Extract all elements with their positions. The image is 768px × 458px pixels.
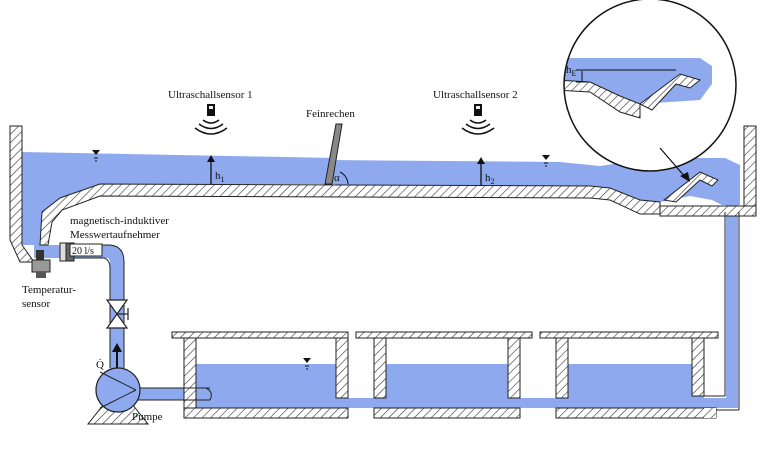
overflow-weir [662,171,719,203]
channel-floor [39,183,661,246]
magnifier-weir [639,73,702,111]
temperature-sensor [31,250,51,278]
h2-label: h2 [485,172,495,186]
return-pipe-water [726,205,738,408]
tank2-wall-right [507,337,521,399]
h2-arrow [477,157,485,186]
level-marker-upstream [92,150,100,162]
tank2-lid [355,331,533,339]
suction-pipe [130,387,212,401]
temp-label-line2: sensor [22,298,50,310]
tank-link-water-2 [508,398,568,408]
temp-label-line1: Temperatur- [22,284,76,296]
channel-structure [9,125,757,263]
tank1-wall-right [335,337,349,399]
ultrasonic-sensor-2 [461,104,495,135]
tank1-lid [171,331,349,339]
h1-label: h1 [215,170,225,184]
storage-tanks [171,331,719,419]
rake-label: Feinrechen [306,108,355,120]
tank2-wall-left [373,337,387,399]
flow-display: 20 l/s [72,246,94,257]
magnifier-detail [563,0,737,182]
downstream-basin-floor [659,205,757,217]
fine-rake [324,123,349,185]
flowmeter-label-line1: magnetisch-induktiver [70,215,169,227]
tank2-floor [373,407,521,419]
sensor2-label: Ultraschallsensor 2 [433,89,518,101]
ultrasonic-sensor-1 [194,104,228,135]
tank3-water [568,364,704,408]
level-marker-tank [303,358,311,370]
flowmeter-label-line2: Messwertaufnehmer [70,229,160,241]
tank-link-water-1 [336,398,386,408]
tank3-wall-right [691,337,705,397]
tank2-water [386,364,508,408]
tank3-floor [555,407,717,419]
tank3-lid [539,331,719,339]
tank-link-water-3 [704,398,738,408]
tank1-water [196,364,336,408]
tank1-floor [183,407,349,419]
hE-label: hE [566,64,577,78]
level-marker-downstream [542,155,550,167]
magnifier-floor [564,79,641,119]
h1-arrow [207,155,215,184]
tank3-wall-left [555,337,569,399]
riser-pipe [74,244,125,368]
tank3-stub [704,408,716,418]
valve [105,299,129,329]
pump-label: Pumpe [132,411,163,423]
flow-arrow [112,343,122,368]
channel-water-upstream [22,152,336,245]
angle-label: α [334,172,340,184]
pump [86,367,150,425]
flow-display-box [69,243,103,257]
flow-symbol: Q̇ [96,359,104,371]
water-bodies [22,152,740,408]
water-level-markers [92,150,550,370]
downstream-end-wall [743,125,757,213]
tank1-wall-left [183,337,197,419]
sensor1-label: Ultraschallsensor 1 [168,89,253,101]
